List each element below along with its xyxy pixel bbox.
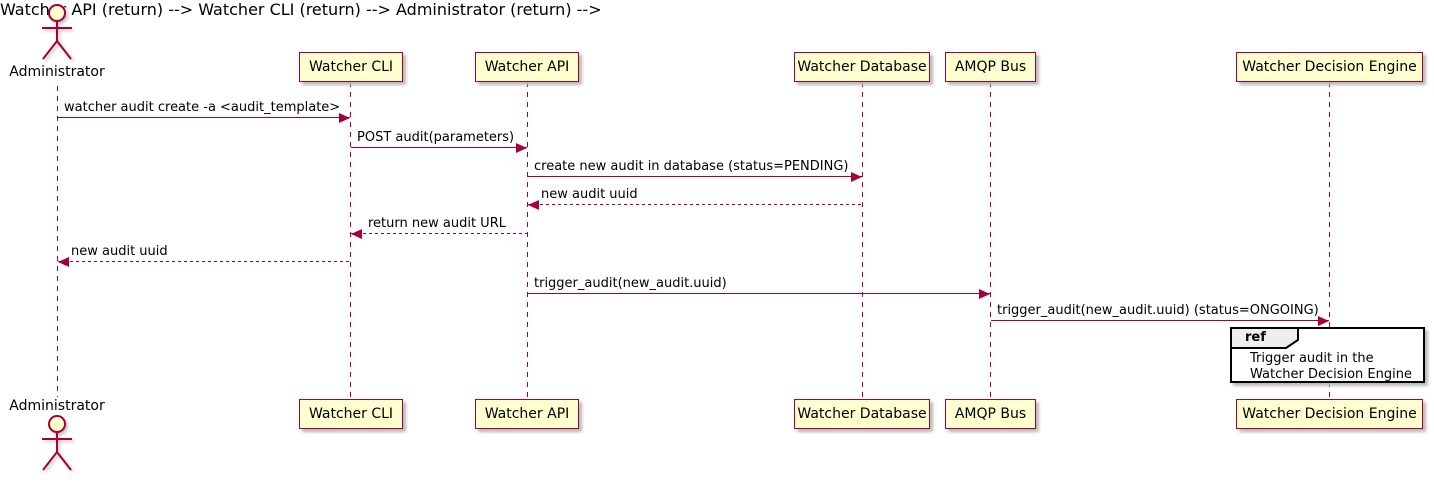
message-line xyxy=(528,204,862,205)
arrowhead-icon xyxy=(979,289,990,299)
message-label: trigger_audit(new_audit.uuid) xyxy=(534,276,727,291)
actor-name-bottom: Administrator xyxy=(9,398,105,414)
participant-watcher-api-bottom: Watcher API xyxy=(475,399,579,429)
message-line xyxy=(528,176,862,177)
participant-watcher-database-bottom: Watcher Database xyxy=(794,399,930,429)
actor-icon xyxy=(42,415,72,471)
message-label: new audit uuid xyxy=(71,244,168,259)
message-label: watcher audit create -a <audit_template> xyxy=(64,100,341,115)
message-line xyxy=(991,320,1329,321)
ref-keyword: ref xyxy=(1245,330,1266,345)
ref-text-line: Watcher Decision Engine xyxy=(1250,367,1412,382)
lifeline-administrator xyxy=(57,86,58,397)
participant-amqp-bus-bottom: AMQP Bus xyxy=(945,399,1036,429)
message-label: return new audit URL xyxy=(368,216,506,231)
ref-text-line: Trigger audit in the xyxy=(1250,351,1374,366)
actor-icon xyxy=(42,4,72,60)
participant-watcher-decision-engine-top: Watcher Decision Engine xyxy=(1236,52,1423,82)
participant-watcher-api-top: Watcher API xyxy=(475,52,579,82)
message-line xyxy=(351,147,527,148)
participant-watcher-cli-bottom: Watcher CLI xyxy=(299,399,403,429)
ref-fragment: ref Trigger audit in the Watcher Decisio… xyxy=(1230,327,1425,383)
ref-header-pentagon xyxy=(1230,327,1300,354)
actor-figure-bottom xyxy=(32,414,82,480)
lifeline-watcher-cli xyxy=(350,82,351,399)
arrowhead-icon xyxy=(351,229,362,239)
message-line xyxy=(528,293,990,294)
message-label: create new audit in database (status=PEN… xyxy=(534,159,849,174)
message-label: new audit uuid xyxy=(541,187,638,202)
participant-watcher-database-top: Watcher Database xyxy=(794,52,930,82)
message-line xyxy=(58,261,350,262)
message-label: POST audit(parameters) xyxy=(357,130,515,145)
actor-figure-top xyxy=(32,3,82,69)
participant-watcher-cli-top: Watcher CLI xyxy=(299,52,403,82)
participant-amqp-bus-top: AMQP Bus xyxy=(945,52,1036,82)
arrowhead-icon xyxy=(516,143,527,153)
lifeline-watcher-database xyxy=(862,82,863,399)
message-line xyxy=(58,117,350,118)
arrowhead-icon xyxy=(851,172,862,182)
message-label: trigger_audit(new_audit.uuid) (status=ON… xyxy=(997,303,1319,318)
lifeline-watcher-api xyxy=(527,82,528,399)
lifeline-amqp-bus xyxy=(990,82,991,399)
lifeline-watcher-decision-engine xyxy=(1329,82,1330,399)
arrowhead-icon xyxy=(339,113,350,123)
ref-text: Trigger audit in the Watcher Decision En… xyxy=(1250,351,1412,383)
arrowhead-icon xyxy=(1318,316,1329,326)
arrowhead-icon xyxy=(528,200,539,210)
participant-watcher-decision-engine-bottom: Watcher Decision Engine xyxy=(1236,399,1423,429)
arrowhead-icon xyxy=(58,257,69,267)
message-line xyxy=(351,233,527,234)
actor-name-top: Administrator xyxy=(9,64,105,80)
